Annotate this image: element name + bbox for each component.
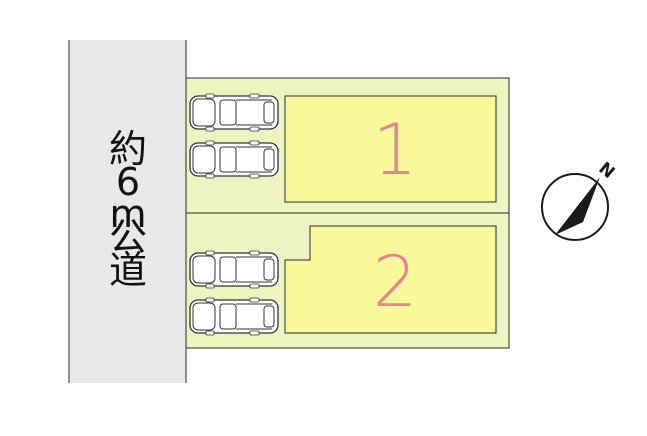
parking-car	[189, 93, 279, 132]
car-icon	[189, 297, 279, 336]
compass-needle	[555, 177, 600, 235]
compass-ring	[541, 173, 609, 241]
car-icon	[189, 250, 279, 289]
road-label-char-4: 公	[109, 215, 147, 259]
lot-number-1: 1	[373, 109, 418, 191]
road-label-char-2: 6	[116, 160, 140, 204]
parking-car	[189, 297, 279, 336]
building-2	[284, 225, 497, 334]
public-road: 約 6 m 公 道	[68, 40, 187, 383]
north-compass-icon: N	[541, 159, 618, 241]
building-1	[284, 95, 497, 203]
road-label-char-3: m	[109, 192, 146, 236]
road-label-char-1: 約	[109, 127, 147, 171]
car-icon	[189, 93, 279, 132]
parking-car	[189, 140, 279, 179]
compass-north-label: N	[594, 159, 618, 183]
lot-number-2: 2	[373, 241, 418, 323]
road-surface	[69, 40, 186, 383]
road-label-char-5: 道	[109, 248, 147, 292]
parking-car	[189, 250, 279, 289]
car-icon	[189, 140, 279, 179]
